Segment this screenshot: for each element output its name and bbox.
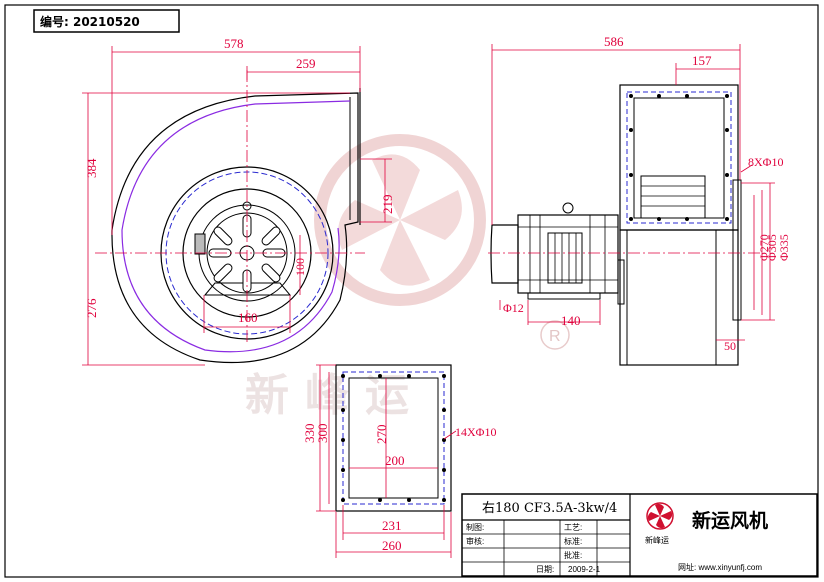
dim-height-top: 384 [84, 158, 99, 178]
dim-side-50: 50 [724, 339, 736, 353]
dim-front-width: 578 [224, 36, 244, 51]
dim-flange-330: 330 [302, 424, 317, 444]
dim-d270: Φ270 [757, 234, 771, 261]
dim-height-bottom: 276 [84, 298, 99, 318]
company-name: 新运风机 [692, 509, 768, 532]
flange-dimensions [316, 364, 457, 558]
dim-d305: Φ305 [765, 234, 779, 261]
page-border [4, 4, 819, 578]
dim-motor-base-h: 100 [293, 258, 307, 276]
model-label: 右180 CF3.5A-3kw/4 [482, 501, 617, 516]
dim-flange-270: 270 [374, 425, 389, 445]
registered-mark: R [549, 328, 561, 345]
title-block [461, 493, 818, 577]
drawing-number-box: 编号: 20210520 [33, 9, 180, 33]
dim-flange-300: 300 [315, 424, 330, 444]
front-dimensions [82, 46, 392, 366]
dim-flange-200: 200 [385, 453, 405, 468]
dim-d335: Φ335 [777, 234, 791, 261]
dim-shaft: Φ12 [503, 301, 524, 315]
dim-bolt-holes-inlet: 8XΦ10 [748, 155, 783, 169]
dim-flange-holes: 14XΦ10 [455, 425, 496, 439]
dim-side-width: 586 [604, 34, 624, 49]
watermark: R 新峰运 [245, 134, 570, 421]
logo-text: 新峰运 [645, 535, 669, 545]
dim-flange-260: 260 [382, 538, 402, 553]
tb-row-draw: 制图: [466, 522, 484, 532]
side-dimensions [491, 44, 775, 341]
flange-view [335, 364, 452, 512]
date-value: 2009-2-1 [568, 565, 601, 574]
front-view [95, 70, 365, 364]
dim-outlet-offset: 259 [296, 56, 316, 71]
dim-motor-base-w: 160 [238, 310, 258, 325]
date-label: 日期: [536, 565, 554, 574]
tb-row-standard: 标准: [564, 536, 582, 546]
dim-flange-231: 231 [382, 518, 402, 533]
tb-row-review: 审核: [466, 536, 484, 546]
tb-row-approve: 批准: [564, 550, 582, 560]
dim-outlet-height: 219 [380, 195, 395, 215]
dim-inlet-offset: 157 [692, 53, 712, 68]
website: 网址: www.xinyunfj.com [678, 562, 762, 572]
drawing-number: 编号: 20210520 [39, 14, 140, 29]
tb-row-process: 工艺: [564, 523, 582, 532]
company-logo: 新峰运 [645, 502, 674, 545]
dim-base-140: 140 [561, 313, 581, 328]
side-view [488, 84, 760, 366]
